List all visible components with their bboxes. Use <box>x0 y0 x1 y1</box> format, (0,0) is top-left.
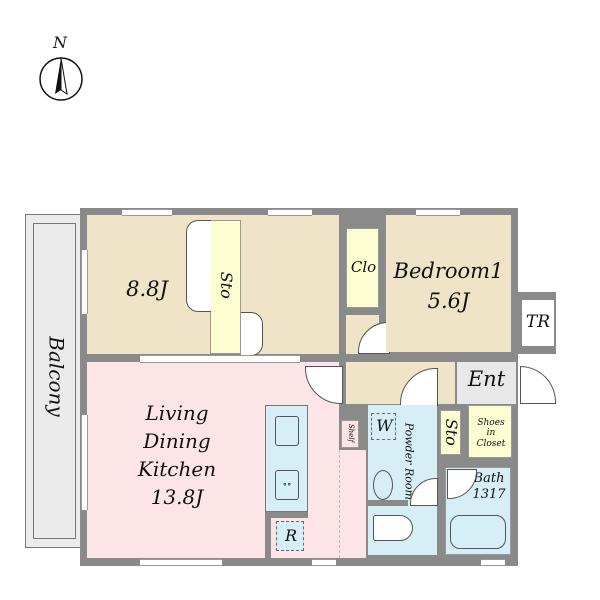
shoes-closet-label: Shoes in Closet <box>476 418 506 449</box>
trunk-room-label: TR <box>525 312 551 332</box>
washbasin-icon <box>373 470 393 500</box>
window <box>122 209 172 216</box>
shoes-closet: Shoes in Closet <box>468 405 512 458</box>
entrance: Ent <box>457 362 516 404</box>
storage-door-lower[interactable] <box>241 312 263 356</box>
ldk-corridor <box>339 450 366 558</box>
bathtub-icon <box>450 515 506 549</box>
ldk-line1: Living <box>145 401 209 425</box>
bedroom1-size: 5.6J <box>427 289 470 313</box>
bath-size: 1317 <box>472 487 506 502</box>
sink-icon <box>275 416 299 446</box>
window <box>268 209 312 216</box>
storage-east: Sto <box>440 410 461 455</box>
bedroom-west-size: 8.8J <box>126 277 168 301</box>
closet: Clo <box>346 228 379 308</box>
fridge-wall <box>265 512 271 558</box>
trunk-room: TR <box>522 300 554 346</box>
ldk-size: 13.8J <box>150 485 204 509</box>
window <box>312 559 336 566</box>
storage-door[interactable] <box>186 220 211 312</box>
bath: Bath 1317 <box>445 467 511 555</box>
ldk-line3: Kitchen <box>137 457 217 481</box>
ldk-line2: Dining <box>143 429 211 453</box>
entrance-label: Ent <box>467 367 506 391</box>
counter-wall <box>265 512 308 518</box>
shelf: Shelf <box>341 420 359 448</box>
window <box>81 415 88 510</box>
closet-label: Clo <box>350 258 377 276</box>
entrance-door[interactable] <box>520 366 556 404</box>
kitchen-counter: ∘∘ <box>265 405 308 512</box>
balcony: Balcony <box>25 214 83 548</box>
refrigerator: R <box>276 521 304 551</box>
north-label: N <box>53 33 67 52</box>
powder-room-label: Powder Room <box>402 422 416 500</box>
bedroom1-name: Bedroom1 <box>393 259 504 283</box>
washer-label: W <box>376 416 393 435</box>
bath-name: Bath <box>473 471 505 486</box>
toilet-icon <box>373 515 413 541</box>
storage-west: Sto <box>210 220 241 354</box>
window <box>481 559 505 566</box>
north-compass: N <box>36 33 86 104</box>
refrigerator-label: R <box>284 526 298 545</box>
bedroom1: Bedroom1 5.6J <box>386 215 511 352</box>
sliding-door[interactable] <box>140 355 300 363</box>
stove-icon: ∘∘ <box>275 470 299 500</box>
window <box>81 250 88 314</box>
balcony-label: Balcony <box>44 336 69 417</box>
toilet-wall <box>368 500 408 506</box>
window <box>416 209 460 216</box>
compass-arrow-icon <box>39 57 83 101</box>
shelf-label: Shelf <box>347 423 356 443</box>
storage-east-label: Sto <box>442 418 462 446</box>
window <box>140 559 222 566</box>
washer-space: W <box>371 413 396 440</box>
storage-west-label: Sto <box>217 271 237 299</box>
